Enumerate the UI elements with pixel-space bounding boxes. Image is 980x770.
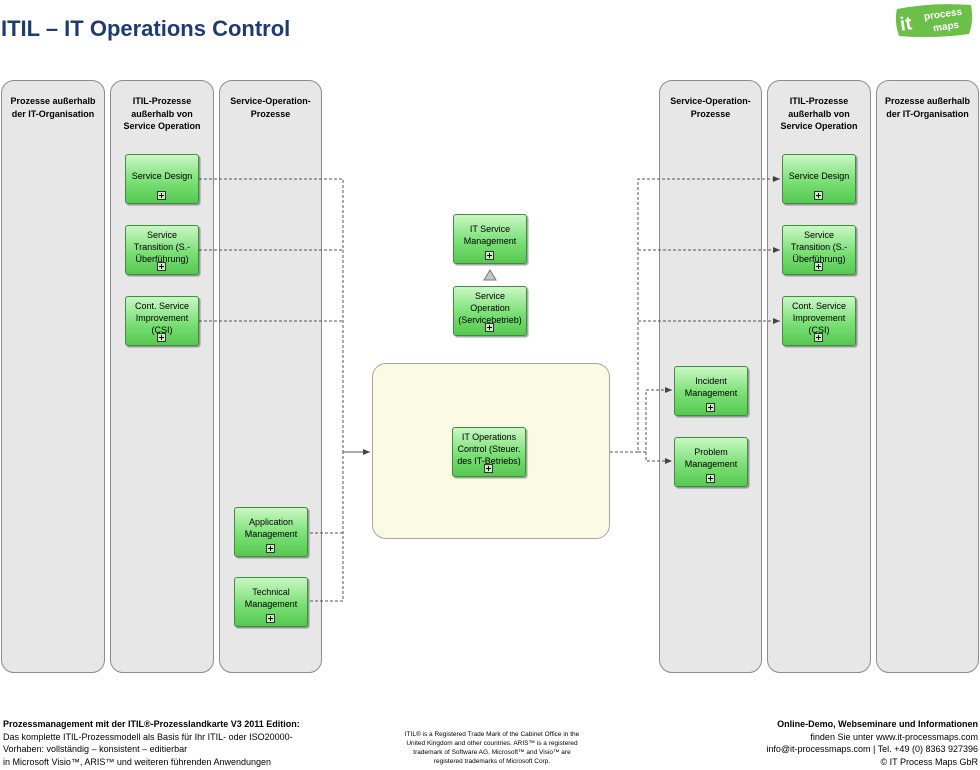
connector	[610, 176, 780, 453]
expand-icon[interactable]	[266, 614, 275, 623]
process-label: Technical Management	[244, 587, 298, 609]
expand-icon[interactable]	[266, 544, 275, 553]
footer-left: Prozessmanagement mit der ITIL®-Prozessl…	[3, 718, 300, 768]
process-label: Service Transition (S.-Überführung)	[133, 230, 191, 264]
expand-icon[interactable]	[157, 191, 166, 200]
lane-left-outside-it: Prozesse außerhalb der IT-Organisation	[1, 80, 105, 673]
process-label: Cont. Service Improvement (CSI)	[791, 301, 847, 335]
page-title: ITIL – IT Operations Control	[1, 16, 291, 41]
process-it-service-management[interactable]: IT Service Management	[453, 214, 527, 264]
footer-right: Online-Demo, Webseminare und Information…	[766, 718, 978, 768]
process-service-operation[interactable]: Service Operation (Servicebetrieb)	[453, 286, 527, 336]
connector	[310, 452, 344, 602]
process-csi-left[interactable]: Cont. Service Improvement (CSI)	[125, 296, 199, 346]
website-link[interactable]: finden Sie unter www.it-processmaps.com	[810, 731, 978, 742]
contact-info[interactable]: info@it-processmaps.com | Tel. +49 (0) 8…	[766, 744, 978, 754]
footer-text: in Microsoft Visio™, ARIS™ und weiteren …	[3, 756, 271, 767]
lane-right-outside-it: Prozesse außerhalb der IT-Organisation	[876, 80, 979, 673]
expand-icon[interactable]	[484, 464, 493, 473]
lane-title: ITIL-Prozesse außerhalb von Service Oper…	[780, 96, 858, 131]
it-process-maps-logo: it process maps	[895, 4, 973, 38]
process-problem-management[interactable]: Problem Management	[674, 437, 748, 487]
expand-icon[interactable]	[485, 323, 494, 332]
expand-icon[interactable]	[485, 251, 494, 260]
expand-icon[interactable]	[814, 262, 823, 271]
expand-icon[interactable]	[706, 474, 715, 483]
process-service-transition-right[interactable]: Service Transition (S.-Überführung)	[782, 225, 856, 275]
process-application-management[interactable]: Application Management	[234, 507, 308, 557]
process-service-transition-left[interactable]: Service Transition (S.-Überführung)	[125, 225, 199, 275]
process-label: Application Management	[244, 517, 298, 539]
process-label: Service Design	[131, 171, 193, 181]
process-label: IT Service Management	[463, 224, 517, 246]
process-label: Service Transition (S.-Überführung)	[790, 230, 848, 264]
lane-title: Prozesse außerhalb der IT-Organisation	[10, 96, 96, 119]
svg-text:process: process	[923, 7, 963, 23]
expand-icon[interactable]	[706, 403, 715, 412]
expand-icon[interactable]	[157, 333, 166, 342]
trademark-text: trademark of Software AG. Microsoft™ and…	[413, 749, 571, 756]
lane-title: Service-Operation-Prozesse	[670, 96, 751, 119]
lane-title: Service-Operation-Prozesse	[230, 96, 311, 119]
lane-title: Prozesse außerhalb der IT-Organisation	[884, 96, 971, 119]
footer-text: Das komplette ITIL-Prozessmodell als Bas…	[3, 731, 293, 742]
process-label: Problem Management	[684, 447, 738, 469]
expand-icon[interactable]	[814, 333, 823, 342]
process-label: Service Operation (Servicebetrieb)	[458, 291, 522, 325]
footer-trademarks: ITIL® is a Registered Trade Mark of the …	[383, 730, 601, 766]
process-service-design-right[interactable]: Service Design	[782, 154, 856, 204]
process-service-design-left[interactable]: Service Design	[125, 154, 199, 204]
trademark-text: United Kingdom and other countries. ARIS…	[406, 740, 578, 747]
process-technical-management[interactable]: Technical Management	[234, 577, 308, 627]
hierarchy-triangle	[483, 269, 497, 281]
copyright: © IT Process Maps GbR	[880, 756, 979, 767]
footer-heading: Prozessmanagement mit der ITIL®-Prozessl…	[3, 719, 300, 729]
expand-icon[interactable]	[814, 191, 823, 200]
footer-text: Vorhaben: vollständig – konsistent – edi…	[3, 744, 188, 754]
trademark-text: registered trademarks of Microsoft Corp.	[433, 758, 551, 765]
process-label: IT Operations Control (Steuer. des IT-Be…	[457, 432, 521, 466]
process-it-operations-control[interactable]: IT Operations Control (Steuer. des IT-Be…	[452, 427, 526, 477]
connector	[638, 387, 672, 453]
svg-text:it: it	[899, 13, 914, 36]
process-label: Service Design	[788, 171, 850, 181]
process-label: Cont. Service Improvement (CSI)	[134, 301, 190, 335]
lane-title: ITIL-Prozesse außerhalb von Service Oper…	[123, 96, 201, 131]
trademark-text: ITIL® is a Registered Trade Mark of the …	[404, 731, 580, 738]
svg-text:maps: maps	[932, 20, 960, 35]
process-label: Incident Management	[684, 376, 738, 398]
process-csi-right[interactable]: Cont. Service Improvement (CSI)	[782, 296, 856, 346]
process-incident-management[interactable]: Incident Management	[674, 366, 748, 416]
expand-icon[interactable]	[157, 262, 166, 271]
connector	[199, 178, 344, 452]
connector	[645, 452, 672, 464]
footer-heading: Online-Demo, Webseminare und Information…	[777, 719, 978, 729]
